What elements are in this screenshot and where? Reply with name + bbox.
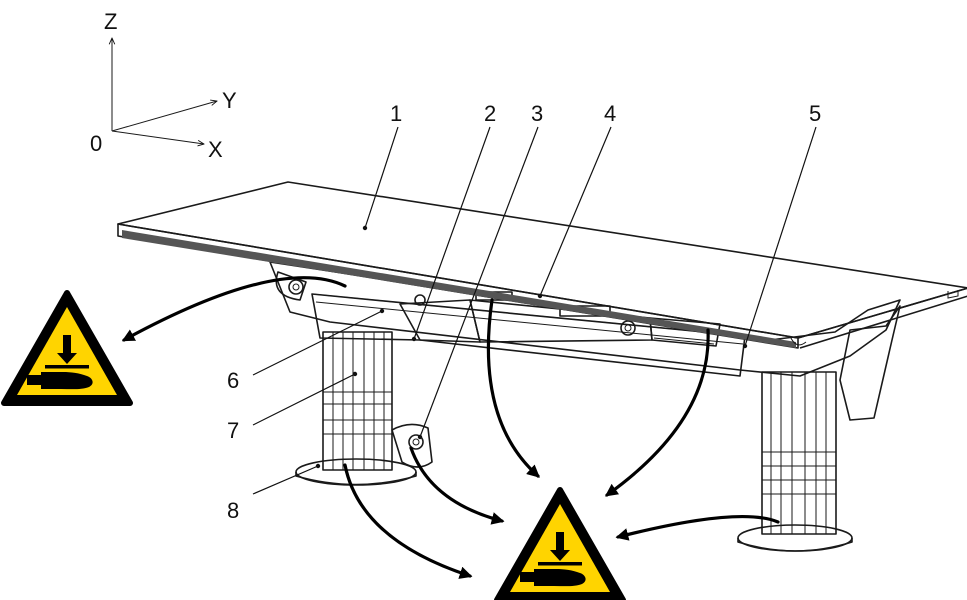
origin-label: 0 xyxy=(90,131,102,156)
warning-sign-left xyxy=(4,293,130,403)
hazard-arrows xyxy=(121,276,780,579)
callout-8: 8 xyxy=(227,498,239,523)
coordinate-system: Z Y X 0 xyxy=(90,9,237,162)
hazard-arrow xyxy=(343,463,473,579)
warning-sign-center xyxy=(497,490,623,600)
table-drawing xyxy=(117,181,967,552)
table-top xyxy=(117,181,967,349)
hazard-arrow xyxy=(615,515,780,541)
z-axis-label: Z xyxy=(104,9,117,34)
callout-numbers: 1 2 3 4 5 6 7 8 xyxy=(227,101,821,523)
callout-2: 2 xyxy=(484,101,496,126)
callout-6: 6 xyxy=(227,368,239,393)
y-axis-label: Y xyxy=(222,88,237,113)
callout-1: 1 xyxy=(390,101,402,126)
callout-5: 5 xyxy=(809,101,821,126)
callout-4: 4 xyxy=(604,101,616,126)
hand-crush-hazard-icon xyxy=(4,293,130,403)
hazard-arrow xyxy=(486,298,540,478)
x-axis-label: X xyxy=(208,137,223,162)
hazard-arrow xyxy=(409,446,505,525)
callout-leaders xyxy=(252,126,817,495)
foot-switch xyxy=(391,423,433,468)
callout-7: 7 xyxy=(227,418,239,443)
hazard-arrow xyxy=(121,276,347,342)
hazard-arrow xyxy=(604,328,710,497)
right-column xyxy=(737,371,853,552)
left-column xyxy=(295,331,417,486)
hand-crush-hazard-icon xyxy=(497,490,623,600)
callout-3: 3 xyxy=(531,101,543,126)
